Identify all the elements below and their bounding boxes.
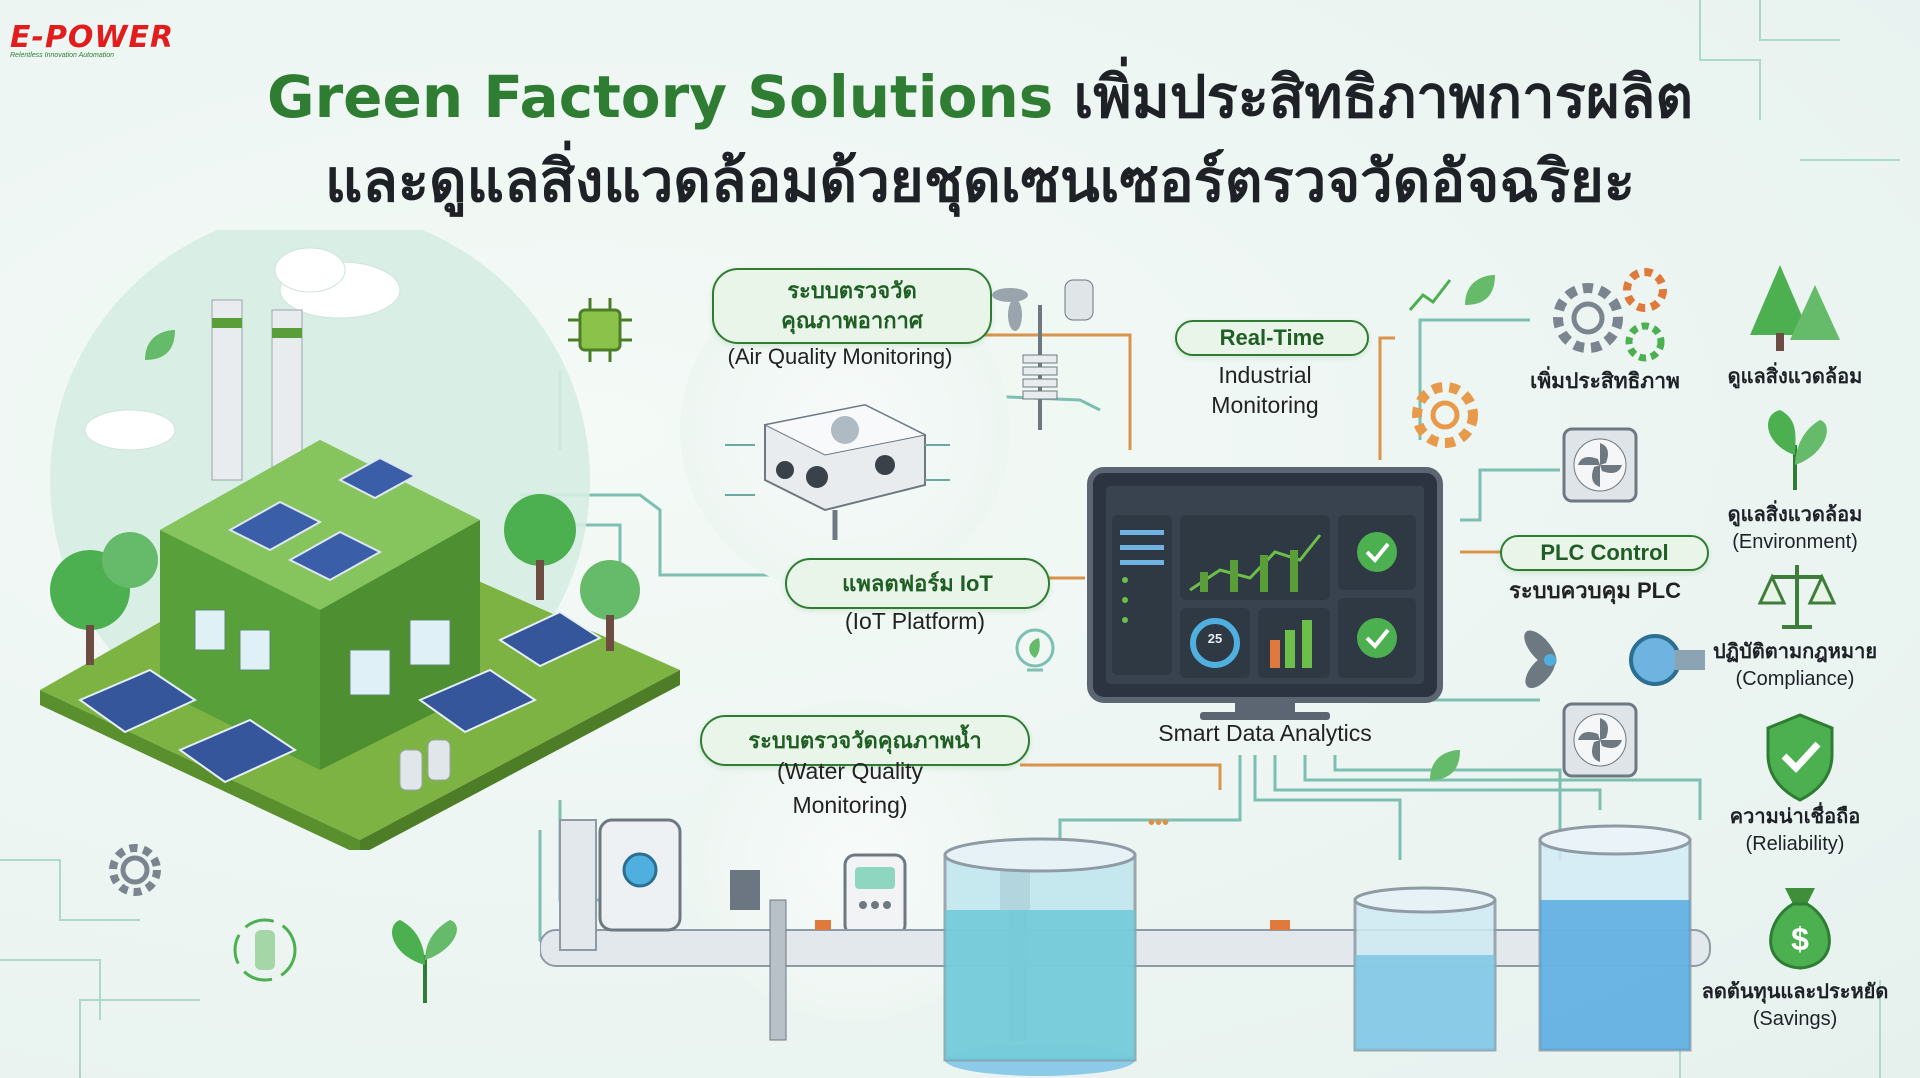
air-quality-caption: (Air Quality Monitoring) (727, 344, 953, 369)
title-line-1: Green Factory Solutions เพิ่มประสิทธิภาพ… (170, 55, 1790, 139)
benefit-3-en: (Reliability) (1745, 833, 1845, 855)
efficiency-label: เพิ่มประสิทธิภาพ (1530, 370, 1680, 393)
benefit-1-en: (Environment) (1732, 531, 1858, 553)
benefit-3-th: ความน่าเชื่อถือ (1729, 806, 1861, 828)
logo-name: E-POWER (10, 20, 175, 55)
benefit-4-en: (Savings) (1752, 1008, 1838, 1030)
gauge-value: 25 (1207, 631, 1223, 646)
water-quality-caption-2: Monitoring) (792, 792, 908, 818)
gears-icon (1553, 268, 1667, 362)
leaf-small-icon (1465, 275, 1495, 305)
realtime-pill: Real-Time (1175, 320, 1369, 356)
benefit-2-th: ปฏิบัติตามกฎหมาย (1712, 641, 1878, 663)
title-brand: Green Factory Solutions (266, 63, 1054, 131)
forest-icon (1750, 265, 1840, 351)
dotted-connector: ••• (1148, 812, 1170, 834)
water-meter-icon (843, 853, 907, 937)
lightbulb-leaf-icon (1015, 628, 1055, 672)
water-pipeline-illustration (540, 818, 1711, 1076)
scales-icon (1757, 565, 1837, 629)
iot-platform-title: แพลตฟอร์ม IoT (785, 558, 1050, 609)
svg-text:$: $ (1791, 921, 1809, 957)
plant-sprout-icon (392, 920, 457, 1003)
title-line-1-rest: เพิ่มประสิทธิภาพการผลิต (1073, 63, 1694, 131)
logo-tagline: Relentless Innovation Automation (10, 52, 115, 59)
weather-station-icon (992, 279, 1094, 430)
fan-icon-2 (1562, 702, 1638, 778)
air-sensor-icon (725, 403, 950, 540)
shield-check-icon (1766, 713, 1834, 802)
green-factory-illustration (40, 230, 680, 850)
recycle-bottle-icon (233, 918, 297, 982)
leaf-small-icon-2 (1430, 750, 1460, 780)
gear-icon (109, 844, 161, 896)
fan-icon (1562, 427, 1638, 503)
analytics-dashboard-monitor (1087, 467, 1443, 720)
iot-platform-caption: (IoT Platform) (844, 608, 986, 634)
plc-pill: PLC Control (1500, 535, 1709, 571)
company-logo: E-POWER Relentless Innovation Automation (10, 20, 200, 60)
title-line-2: และดูแลสิ่งแวดล้อมด้วยชุดเซนเซอร์ตรวจวัด… (324, 147, 1636, 215)
realtime-line-2: Monitoring (1211, 392, 1319, 418)
air-quality-title: ระบบตรวจวัด คุณภาพอากาศ (712, 268, 992, 344)
realtime-line-1: Industrial (1218, 362, 1312, 388)
growth-line-icon (1408, 279, 1452, 311)
orange-gear-icon (1412, 382, 1478, 448)
money-bag-icon: $ (1769, 888, 1831, 970)
plc-label: ระบบควบคุม PLC (1509, 578, 1681, 603)
water-quality-caption-1: (Water Quality (776, 758, 924, 784)
benefit-4-th: ลดต้นทุนและประหยัด (1701, 981, 1889, 1003)
page-title: Green Factory Solutions เพิ่มประสิทธิภาพ… (170, 55, 1790, 223)
dashboard-caption: Smart Data Analytics (1158, 720, 1372, 746)
leaf-small-icon-3 (145, 330, 175, 360)
benefit-1-th: ดูแลสิ่งแวดล้อม (1727, 504, 1863, 526)
benefit-2-en: (Compliance) (1735, 668, 1855, 690)
pump-and-fan-icons (1524, 630, 1705, 689)
benefit-0-th: ดูแลสิ่งแวดล้อม (1727, 366, 1863, 388)
water-quality-title: ระบบตรวจวัดคุณภาพน้ำ (700, 715, 1030, 766)
chip-icon (568, 298, 632, 362)
leaf-icon (1768, 410, 1827, 490)
